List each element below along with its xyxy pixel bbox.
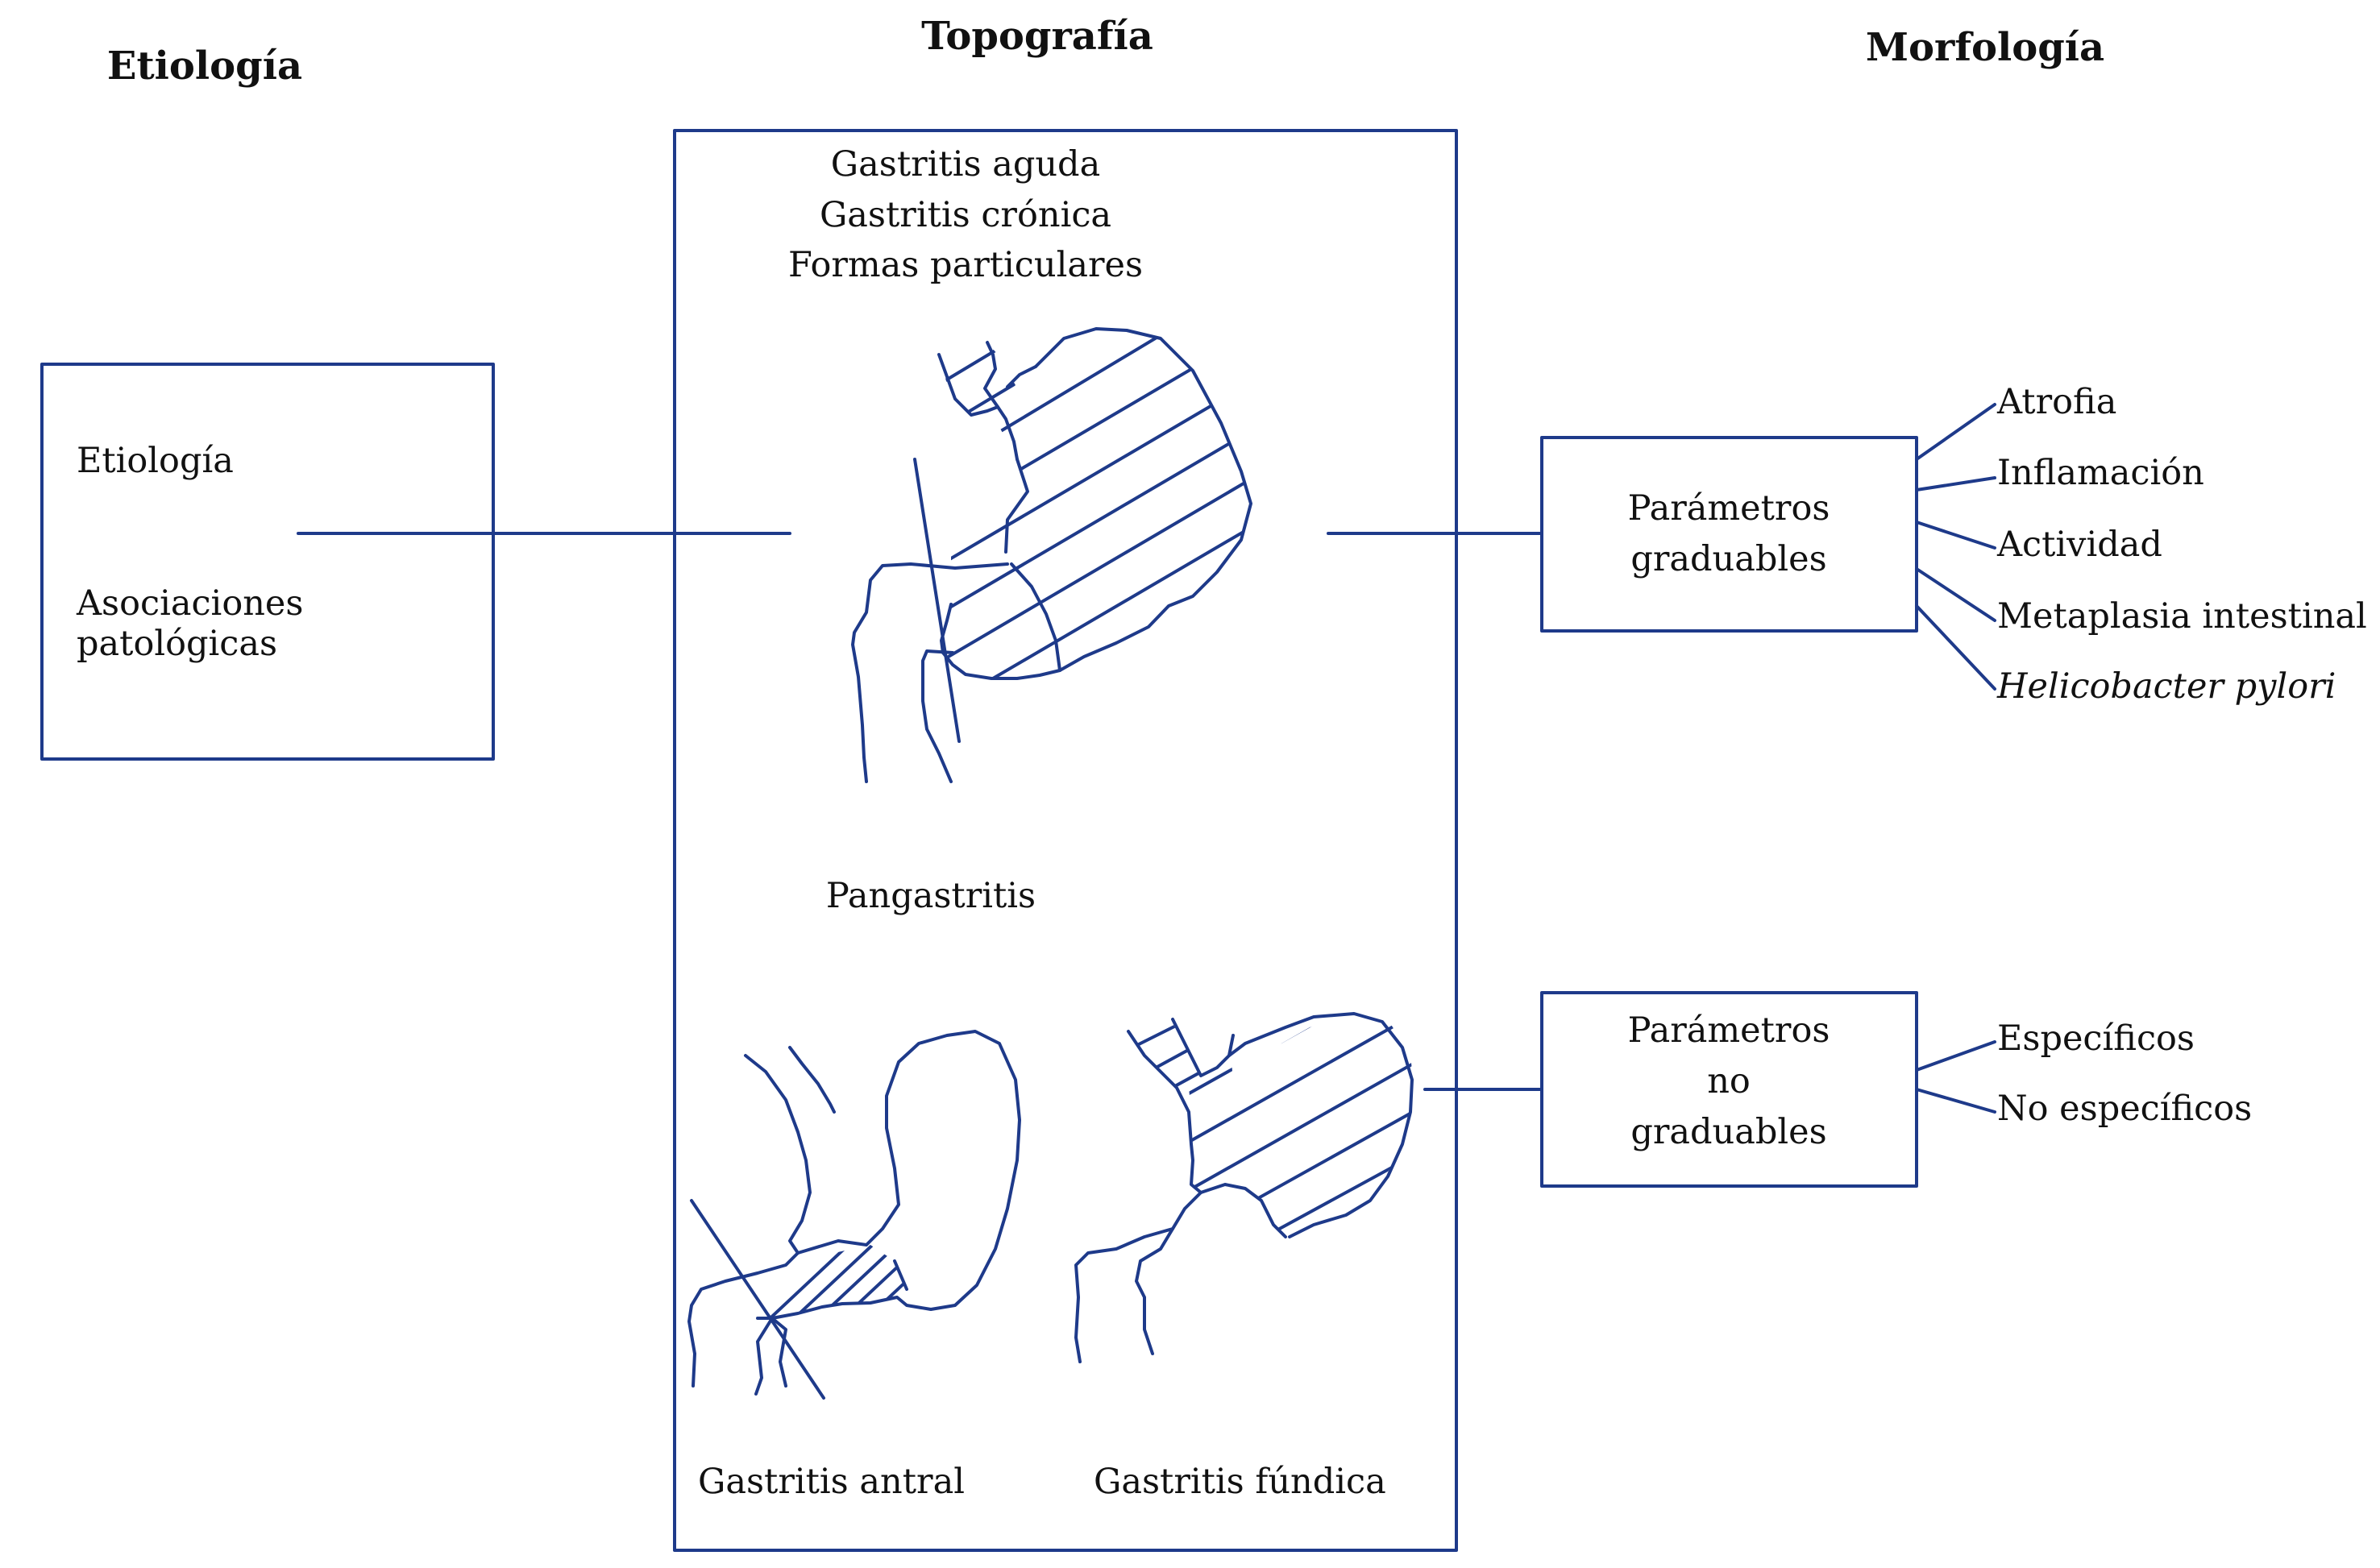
graduable-item-actividad: Actividad (1997, 525, 2162, 565)
topography-line-acute: Gastritis aguda (830, 144, 1101, 185)
pangastritis-label: Pangastritis (825, 876, 1036, 916)
fundic-gastritis-label: Gastritis fúndica (1094, 1462, 1386, 1502)
topography-box (673, 129, 1458, 1552)
associations-label-line2: patológicas (77, 624, 278, 664)
graduable-box-line1: Parámetros (1627, 488, 1830, 529)
antral-gastritis-label: Gastritis antral (698, 1462, 965, 1502)
graduable-item-inflamacion: Inflamación (1997, 453, 2204, 493)
non-graduable-item-especificos: Específicos (1997, 1018, 2195, 1059)
non-graduable-box-line1: Parámetros (1627, 1010, 1830, 1051)
graduable-item-metaplasia: Metaplasia intestinal (1997, 596, 2367, 637)
header-morfologia: Morfología (1865, 25, 2105, 70)
etiology-box (40, 363, 495, 761)
topography-line-chronic: Gastritis crónica (819, 195, 1112, 235)
fundic-gastritis-stomach-drawing (1074, 1012, 1414, 1363)
non-graduable-box-line2: no (1707, 1061, 1751, 1101)
topography-line-particular: Formas particulares (787, 245, 1144, 285)
header-etiologia: Etiología (106, 44, 303, 89)
graduable-item-helicobacter: Helicobacter pylori (1997, 666, 2336, 707)
graduable-box-line2: graduables (1630, 539, 1827, 579)
graduable-box (1540, 436, 1918, 633)
graduable-item-atrofia: Atrofia (1997, 382, 2117, 422)
etiology-label: Etiología (77, 441, 234, 481)
non-graduable-item-no-especificos: No específicos (1997, 1089, 2253, 1129)
non-graduable-box-line3: graduables (1630, 1112, 1827, 1152)
antral-gastritis-stomach-drawing (687, 1030, 1021, 1400)
associations-label-line1: Asociaciones (77, 583, 304, 624)
pangastritis-stomach-drawing (851, 327, 1252, 783)
header-topografia: Topografía (921, 14, 1153, 59)
